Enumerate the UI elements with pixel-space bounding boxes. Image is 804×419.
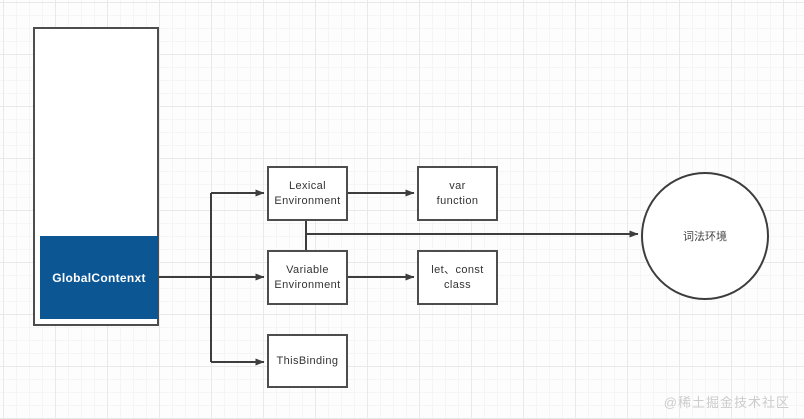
let-const-class-label: let、const class <box>431 263 484 293</box>
var-function-line2: function <box>436 194 479 207</box>
node-lexical-environment-circle[interactable]: 词法环境 <box>641 172 769 300</box>
node-lexical-environment[interactable]: Lexical Environment <box>267 166 348 221</box>
node-var-function[interactable]: var function <box>417 166 498 221</box>
let-const-class-line1: let、const <box>431 263 484 276</box>
node-let-const-class[interactable]: let、const class <box>417 250 498 305</box>
variable-environment-line2: Environment <box>274 278 341 291</box>
var-function-label: var function <box>437 179 479 209</box>
watermark: @稀土掘金技术社区 <box>663 395 790 410</box>
node-this-binding[interactable]: ThisBinding <box>267 334 348 388</box>
let-const-class-line2: class <box>443 278 472 291</box>
global-context-block[interactable]: GlobalContenxt <box>40 236 158 319</box>
lexical-environment-line1: Lexical <box>288 179 327 192</box>
var-function-line1: var <box>449 179 466 192</box>
circle-label: 词法环境 <box>683 231 727 243</box>
lexical-environment-label: Lexical Environment <box>274 179 340 209</box>
lexical-environment-line2: Environment <box>274 194 341 207</box>
variable-environment-line1: Variable <box>286 263 329 276</box>
variable-environment-label: Variable Environment <box>274 263 340 293</box>
node-variable-environment[interactable]: Variable Environment <box>267 250 348 305</box>
this-binding-label: ThisBinding <box>276 354 339 367</box>
global-context-label: GlobalContenxt <box>52 270 146 285</box>
